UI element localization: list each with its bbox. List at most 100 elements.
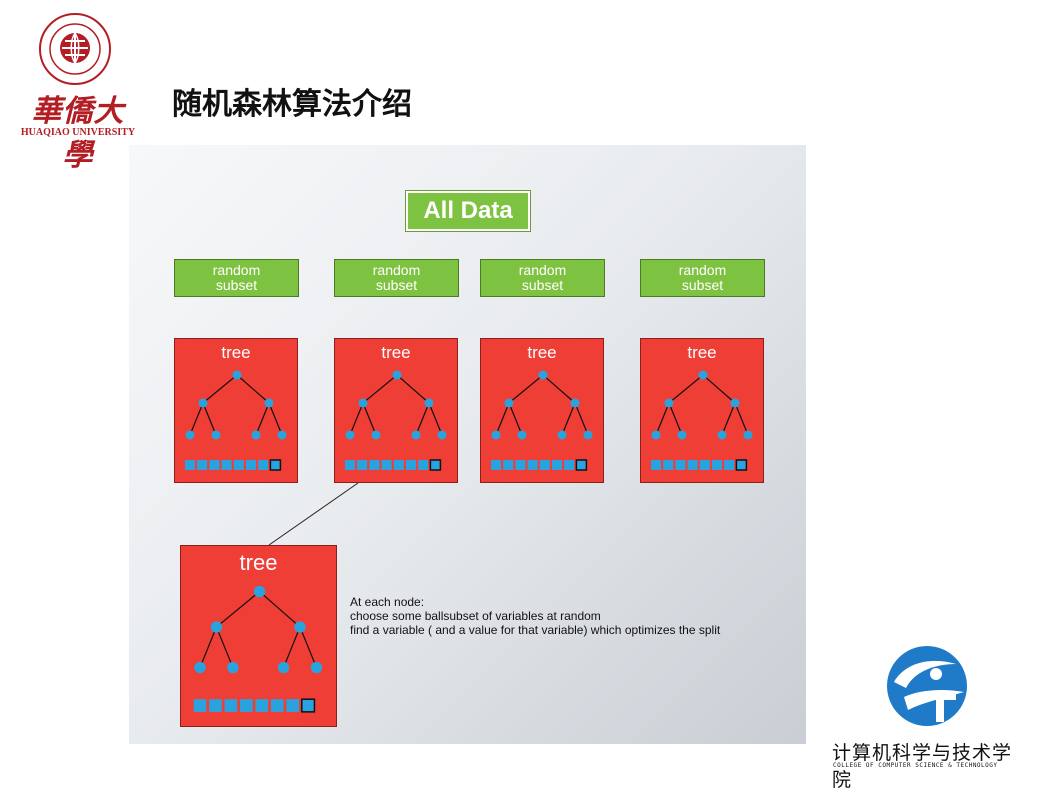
detail-tree-box: tree [180,545,337,727]
tree-node [277,661,290,674]
tree-box-3: tree [480,338,604,483]
tree-edge [268,402,283,436]
oob-sample-square [429,459,442,471]
note-line-3: find a variable ( and a value for that v… [350,623,721,637]
tree-node [664,398,674,408]
tree-edge [508,374,544,404]
sample-square [357,460,368,470]
connector-line [268,482,359,546]
tree-node [277,430,287,440]
tree-edge [542,374,576,404]
tree-node [198,398,208,408]
university-seal-icon [39,13,111,85]
tree-edge [574,402,589,436]
tree-edge [362,402,377,436]
tree-node [717,430,727,440]
tree-node [310,661,323,674]
tree-node [371,430,381,440]
tree-graph [193,585,323,713]
note-line-1: At each node: [350,595,425,609]
tree-label: tree [687,343,717,362]
sample-square [564,460,575,470]
tree-node [294,621,306,633]
node-split-note: At each node: choose some ballsubset of … [350,595,790,637]
tree-graph [345,370,447,471]
sample-square [185,460,195,470]
note-line-2: choose some ballsubset of variables at r… [350,609,601,623]
tree-edge [655,402,670,436]
sample-square [712,460,722,470]
tree-node [227,661,239,674]
tree-node [698,370,708,380]
tree-edge [415,402,430,436]
tree-node [651,430,661,440]
tree-node [411,430,421,440]
tree-edge [495,402,510,436]
tree-node [570,398,580,408]
tree-node [358,398,368,408]
sample-square [209,699,222,712]
random-forest-diagram: All Data random subset random subset ran… [129,145,806,744]
tree-graph [491,370,593,471]
tree-node [194,661,206,674]
sample-square [345,460,355,470]
college-logo-icon [887,646,967,726]
sample-square [255,699,269,712]
sample-square [552,460,562,470]
tree-edge [202,402,217,436]
tree-edge [216,591,260,628]
sample-square [224,699,238,712]
tree-edge [721,402,736,436]
sample-square [406,460,416,470]
all-data-box: All Data [405,190,531,232]
random-subset-1: random subset [174,259,299,297]
oob-sample-square [269,459,282,471]
tree-edge [702,374,736,404]
tree-node [730,398,740,408]
sample-square [270,699,284,712]
sample-square [675,460,686,470]
random-subset-4: random subset [640,259,765,297]
sample-square [221,460,232,470]
tree-edge [236,374,270,404]
slide-title: 随机森林算法介绍 [172,87,412,122]
huaqiao-university-logo: 華僑大學 HUAQIAO UNIVERSITY [8,8,135,173]
sample-square [503,460,514,470]
sample-square [527,460,538,470]
sample-square [258,460,269,470]
tree-edge [215,626,234,668]
tree-node [424,398,434,408]
tree-edge [668,374,704,404]
tree-edge [202,374,238,404]
tree-node [538,370,548,380]
sample-square [240,699,253,712]
tree-node [211,430,221,440]
tree-label: tree [239,550,278,575]
tree-edge [283,626,301,668]
sample-square [381,460,392,470]
tree-edge [199,626,218,668]
sample-square [418,460,429,470]
sample-square [197,460,208,470]
tree-edge [396,374,430,404]
tree-edge [561,402,576,436]
sample-square [539,460,550,470]
oob-sample-square [575,459,588,471]
sample-square [699,460,710,470]
college-name-cn: 计算机科学与技术学院 [832,742,1013,791]
tree-edge [668,402,683,436]
tree-node [392,370,402,380]
sample-square [193,699,207,712]
tree-label: tree [221,343,251,362]
sample-square [687,460,698,470]
sample-square [246,460,256,470]
tree-node [517,430,527,440]
tree-edge [189,402,204,436]
sample-square [651,460,661,470]
sample-square [233,460,244,470]
tree-node [251,430,261,440]
tree-edge [508,402,523,436]
tree-node [253,585,266,598]
tree-edge [734,402,749,436]
tree-edge [362,374,398,404]
